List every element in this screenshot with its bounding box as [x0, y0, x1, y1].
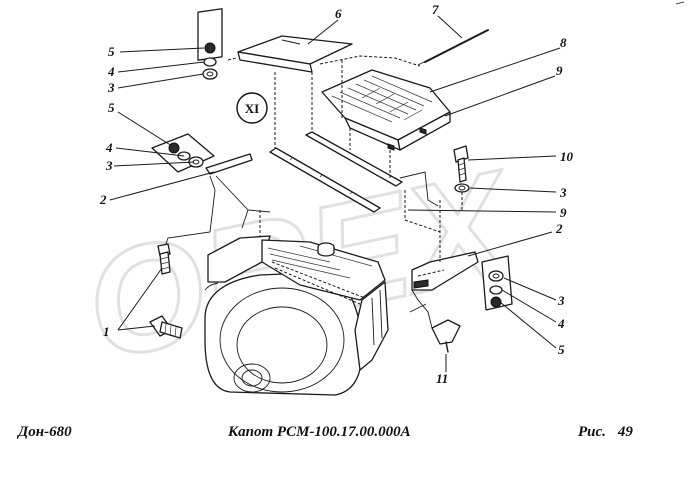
fastener-group-lower-right: [481, 255, 513, 311]
callout-2-right: 2: [555, 221, 563, 236]
part-8-grille-panel: [321, 69, 451, 151]
callout-3-top: 3: [107, 80, 115, 95]
model-caption: Дон-680: [18, 424, 72, 440]
assembly-lines: [227, 55, 463, 262]
figure-number-caption: Рис. 49: [578, 424, 633, 441]
section-mark: XI: [236, 92, 268, 124]
callout-3-mid: 3: [105, 158, 113, 173]
callout-5-top: 5: [108, 44, 115, 59]
part-1-bolt-horizontal: [149, 315, 183, 339]
callout-1: 1: [103, 324, 110, 339]
part-title-caption: Капот РСМ-100.17.00.000А: [228, 424, 411, 440]
leader-lines: [109, 15, 561, 372]
callout-11: 11: [436, 371, 448, 386]
section-mark-label: XI: [245, 101, 259, 116]
callout-3-lower: 3: [557, 293, 565, 308]
callout-numbers: 6 7 8 9 5 4 3 5 4 3 2 10 3 9 2 1 3 4 5 1…: [99, 2, 574, 386]
callout-7: 7: [432, 2, 439, 17]
figure-number: 49: [617, 424, 633, 440]
fastener-group-top: [197, 8, 223, 80]
part-11-latch: [409, 289, 461, 353]
part-1-bolt-vertical: [157, 243, 171, 275]
corner-tick: [675, 1, 685, 5]
callout-6: 6: [335, 6, 342, 21]
callout-9-right: 9: [560, 205, 567, 220]
callout-8: 8: [560, 35, 567, 50]
hood-body: [204, 235, 389, 396]
callout-4-lower: 4: [557, 316, 565, 331]
callout-4-mid: 4: [105, 140, 113, 155]
part-9-strip-upper: [269, 131, 403, 213]
part-6-cover-plate: [237, 35, 353, 73]
figure-label: Рис.: [578, 424, 606, 440]
callout-2-left: 2: [99, 192, 107, 207]
part-7-rod: [417, 29, 489, 66]
callout-5-mid: 5: [108, 100, 115, 115]
callout-9-top: 9: [556, 63, 563, 78]
callout-10: 10: [560, 149, 574, 164]
callout-5-lower: 5: [558, 342, 565, 357]
callout-4-top: 4: [107, 64, 115, 79]
callout-3-right: 3: [559, 185, 567, 200]
part-10-bolt: [453, 145, 470, 193]
